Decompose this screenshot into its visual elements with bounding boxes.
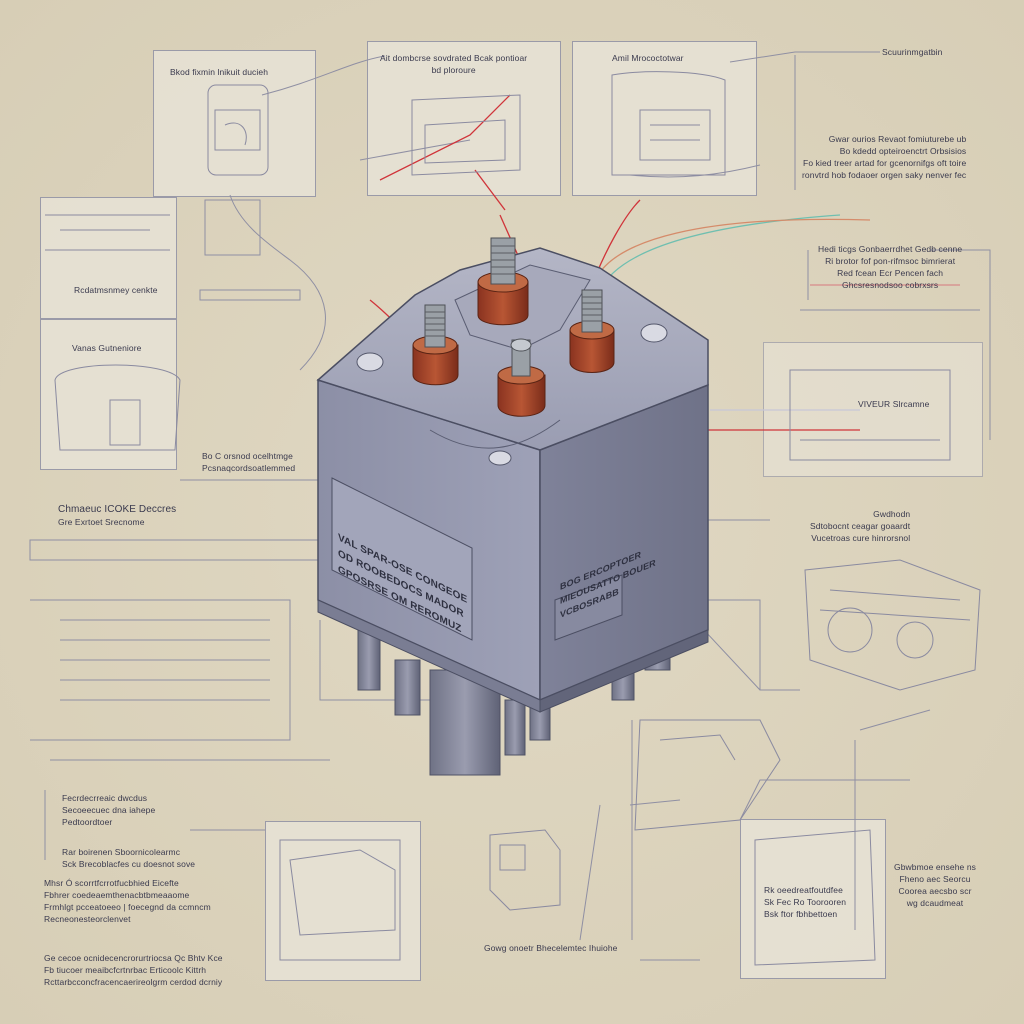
callout-14: Rar boirenen Sboornicolearmc Sck Brecobl… xyxy=(62,846,195,870)
callout-12: Gwdhodn Sdtobocnt ceagar goaardt Vucetro… xyxy=(810,508,910,544)
callout-13-line-2: Secoeecuec dna iahepe xyxy=(62,805,156,815)
callout-2: Ait dombcrse sovdrated Bcak pontioar bd … xyxy=(380,52,527,76)
callout-9-line-1: VIVEUR Slrcamne xyxy=(858,399,930,409)
callout-11-line-1: Chmaeuc ICOKE Deccres xyxy=(58,504,177,515)
callout-6: Hedi ticgs Gonbaerrdhet Gedb cenne Ri br… xyxy=(818,243,962,291)
relay xyxy=(316,247,709,776)
callout-17-line-1: Gowg onoetr Bhecelemtec Ihuiohe xyxy=(484,943,618,953)
callout-4: Scuurinmgatbin xyxy=(882,46,942,58)
callout-11: Chmaeuc ICOKE Deccres Gre Exrtoet Srecno… xyxy=(58,504,176,528)
callout-12-line-3: Vucetroas cure hinrorsnol xyxy=(811,533,911,543)
callout-4-line-1: Scuurinmgatbin xyxy=(882,47,943,57)
callout-6-line-2: Ri brotor fof pon-rifmsoc bimrierat xyxy=(825,256,956,266)
callout-5-line-4: ronvtrd hob fodaoer orgen saky nenver fe… xyxy=(802,170,967,180)
callout-14-line-1: Rar boirenen Sboornicolearmc xyxy=(62,847,181,857)
terminal-right xyxy=(569,289,615,373)
callout-2-line-1: Ait dombcrse sovdrated Bcak pontioar xyxy=(380,53,528,63)
callout-17: Gowg onoetr Bhecelemtec Ihuiohe xyxy=(484,942,618,954)
callout-16-line-1: Ge cecoe ocnidecencrorurtriocsa Qc Bhtv … xyxy=(44,953,223,963)
callout-19-line-1: Gbwbmoe ensehe ns xyxy=(894,862,977,872)
panel-top-right xyxy=(572,41,757,196)
callout-10-line-1: Bo C orsnod ocelhtmge xyxy=(202,451,293,461)
callout-15-line-1: Mhsr Ó scorrtfcrrotfucbhied Eicefte xyxy=(44,878,179,888)
callout-10: Bo C orsnod ocelhtmge Pcsnaqcordsoatlemm… xyxy=(202,450,295,474)
callout-7: Rcdatmsnmey cenkte xyxy=(74,284,158,296)
callout-12-line-2: Sdtobocnt ceagar goaardt xyxy=(810,521,911,531)
panel-left-upper xyxy=(40,197,177,319)
callout-1: Bkod fixmin lnikuit ducieh xyxy=(170,66,268,78)
terminal-center xyxy=(497,338,546,417)
panel-sketches xyxy=(45,71,981,966)
callout-16-line-3: Rcttarbcconcfracencaerireolgrm cerdod dc… xyxy=(44,977,223,987)
callout-6-line-4: Ghcsresnodsoo cobrxsrs xyxy=(842,280,939,290)
callout-9: VIVEUR Slrcamne xyxy=(858,398,929,410)
callout-13-line-3: Pedtoordtoer xyxy=(62,817,113,827)
callout-15: Mhsr Ó scorrtfcrrotfucbhied Eicefte Fbhr… xyxy=(44,877,211,925)
callout-13-line-1: Fecrdecrreaic dwcdus xyxy=(62,793,148,803)
callout-14-line-2: Sck Brecoblacfes cu doesnot sove xyxy=(62,859,196,869)
callout-19-line-3: Coorea aecsbo scr xyxy=(898,886,972,896)
panel-bottom-right xyxy=(740,819,886,979)
callout-13: Fecrdecrreaic dwcdus Secoeecuec dna iahe… xyxy=(62,792,155,828)
callout-6-line-3: Red fcean Ecr Pencen fach xyxy=(837,268,944,278)
callout-18-line-2: Sk Fec Ro Toorooren xyxy=(764,897,847,907)
callout-5-line-1: Gwar ourios Revaot fomiuturebe ub xyxy=(828,134,967,144)
callout-18-line-3: Bsk ftor fbhbettoen xyxy=(764,909,838,919)
callout-3: Amil Mrococtotwar xyxy=(612,52,684,64)
callout-5-line-2: Bo kdedd opteiroenctrt Orbsisios xyxy=(839,146,967,156)
callout-18: Rk oeedreatfoutdfee Sk Fec Ro Toorooren … xyxy=(764,884,846,920)
callout-12-line-1: Gwdhodn xyxy=(873,509,911,519)
callout-19-line-2: Fheno aec Seorcu xyxy=(899,874,971,884)
callout-16: Ge cecoe ocnidecencrorurtriocsa Qc Bhtv … xyxy=(44,952,223,988)
callout-18-line-1: Rk oeedreatfoutdfee xyxy=(764,885,843,895)
callout-15-line-4: Recneonesteorclenvet xyxy=(44,914,131,924)
callout-19-line-4: wg dcaudmeat xyxy=(906,898,964,908)
callout-8: Vanas Gutneniore xyxy=(72,342,142,354)
panel-left-lower xyxy=(40,319,177,470)
callout-5: Gwar ourios Revaot fomiuturebe ub Bo kde… xyxy=(802,133,966,181)
callout-5-line-3: Fo kied treer artad for gcenornifgs oft … xyxy=(803,158,967,168)
leader-lines xyxy=(29,51,991,961)
callout-1-line-1: Bkod fixmin lnikuit ducieh xyxy=(170,67,269,77)
panel-top-left xyxy=(153,50,316,197)
callout-15-line-3: Frmhlgt pcceatoeeo | foecegnd da ccmncm xyxy=(44,902,211,912)
callout-15-line-2: Fbhrer coedeaemthenacbtbmeaaome xyxy=(44,890,190,900)
callout-16-line-2: Fb tiucoer meaibcfcrtnrbac Erticoolc Kit… xyxy=(44,965,207,975)
callout-7-line-1: Rcdatmsnmey cenkte xyxy=(74,285,158,295)
terminal-left xyxy=(412,304,459,386)
callout-11-line-2: Gre Exrtoet Srecnome xyxy=(58,517,145,527)
callout-8-line-1: Vanas Gutneniore xyxy=(72,343,142,353)
callout-3-line-1: Amil Mrococtotwar xyxy=(612,53,684,63)
callout-19: Gbwbmoe ensehe ns Fheno aec Seorcu Coore… xyxy=(894,861,976,909)
terminal-top xyxy=(477,237,529,326)
callout-10-line-2: Pcsnaqcordsoatlemmed xyxy=(202,463,296,473)
callout-6-line-1: Hedi ticgs Gonbaerrdhet Gedb cenne xyxy=(818,244,963,254)
callout-2-line-2: bd ploroure xyxy=(431,65,476,75)
